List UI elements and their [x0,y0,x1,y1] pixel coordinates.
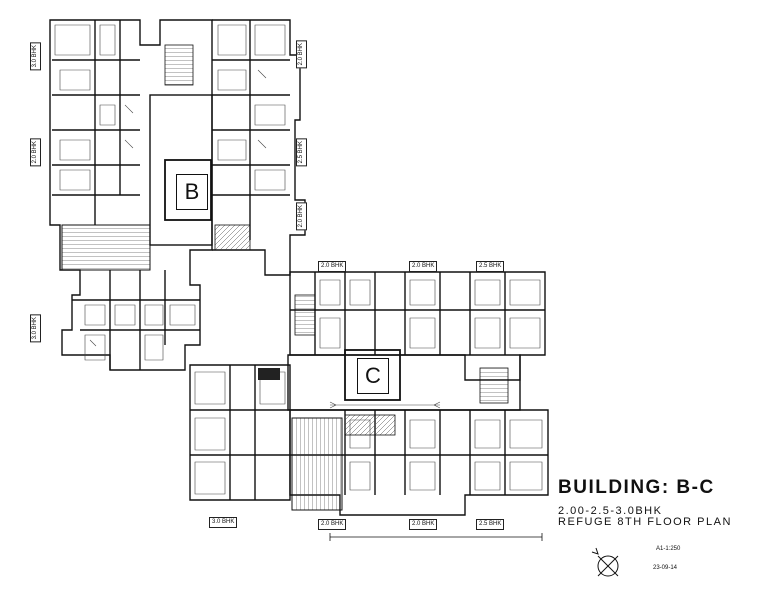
building-c-stair-east [479,367,509,404]
overall-dimension-line [329,533,543,541]
drawing-scale: A1-1:250 [656,546,681,552]
unit-tag: 2.5 BHK [296,138,307,167]
unit-tag: 3.0 BHK [30,42,41,71]
unit-tag: 2.0 BHK [318,261,347,272]
unit-tag: 2.0 BHK [318,519,347,530]
building-b-label: B [176,174,208,210]
building-b-terrace [61,224,151,271]
unit-tag: 2.0 BHK [409,261,438,272]
north-arrow-icon [591,547,619,577]
unit-tag: 3.0 BHK [30,314,41,343]
building-c-label: C [357,358,389,394]
building-c-lift [258,368,280,380]
unit-tag: 2.5 BHK [476,519,505,530]
unit-tag: 2.0 BHK [296,202,307,231]
drawing-date: 23-09-14 [653,565,678,571]
building-c-stair-west [294,294,316,336]
building-b-stair [164,44,194,86]
drawing-subtitle-unit-types: 2.00-2.5-3.0BHK [558,505,663,517]
building-c-details [194,279,543,495]
unit-tag: 2.0 BHK [30,138,41,167]
building-c-terrace [291,417,343,511]
building-c-shaft [344,414,396,436]
building-b-shaft [214,224,251,251]
building-c-plan [189,271,549,516]
unit-tag: 2.0 BHK [296,40,307,69]
drawing-subtitle-floor: REFUGE 8TH FLOOR PLAN [558,516,732,528]
building-b-details [54,24,286,361]
unit-tag: 3.0 BHK [209,517,238,528]
unit-tag: 2.0 BHK [409,519,438,530]
drawing-title: BUILDING: B-C [558,477,715,498]
unit-tag: 2.5 BHK [476,261,505,272]
